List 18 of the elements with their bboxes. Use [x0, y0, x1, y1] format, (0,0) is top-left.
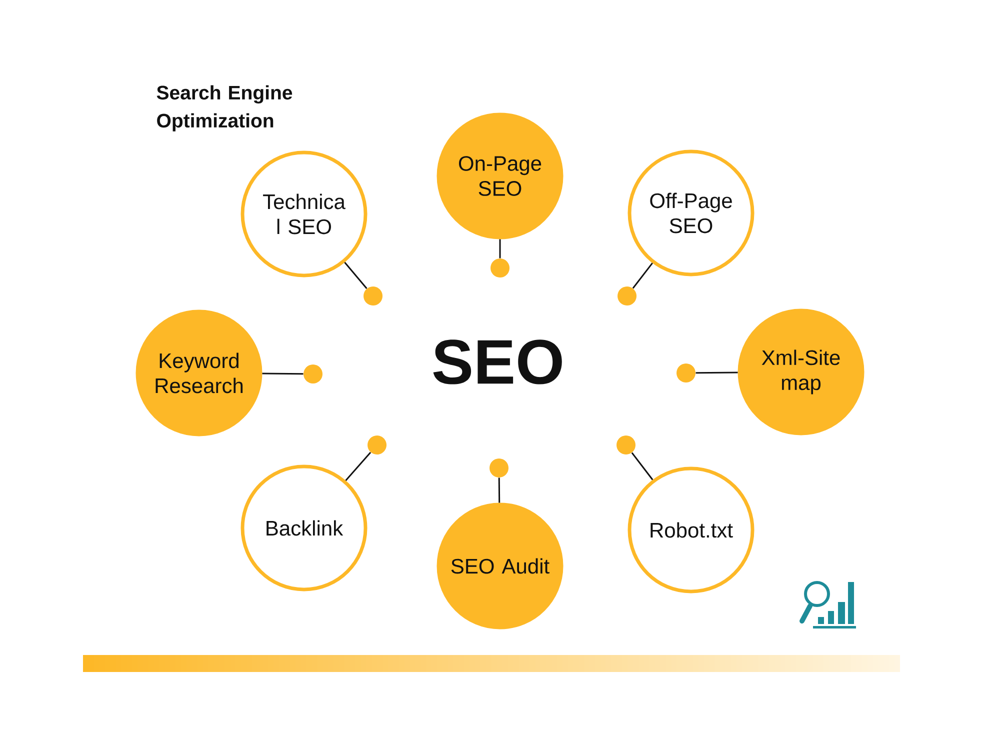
connector-line [631, 452, 654, 480]
connector-line [344, 262, 368, 289]
connector-line [499, 239, 501, 258]
title: Search Engine Optimization [156, 85, 292, 132]
dot [616, 436, 636, 454]
dot [490, 458, 508, 478]
dot [618, 286, 636, 306]
connector-line [498, 478, 500, 503]
dot [490, 258, 510, 278]
dot [676, 364, 696, 382]
center-label: SEO [433, 340, 562, 384]
connector-line [632, 262, 653, 289]
connector-line [262, 372, 304, 375]
dot [304, 364, 322, 384]
dot [364, 286, 382, 306]
connector-line [696, 372, 738, 374]
dot [368, 436, 386, 454]
connector-line [345, 452, 372, 481]
